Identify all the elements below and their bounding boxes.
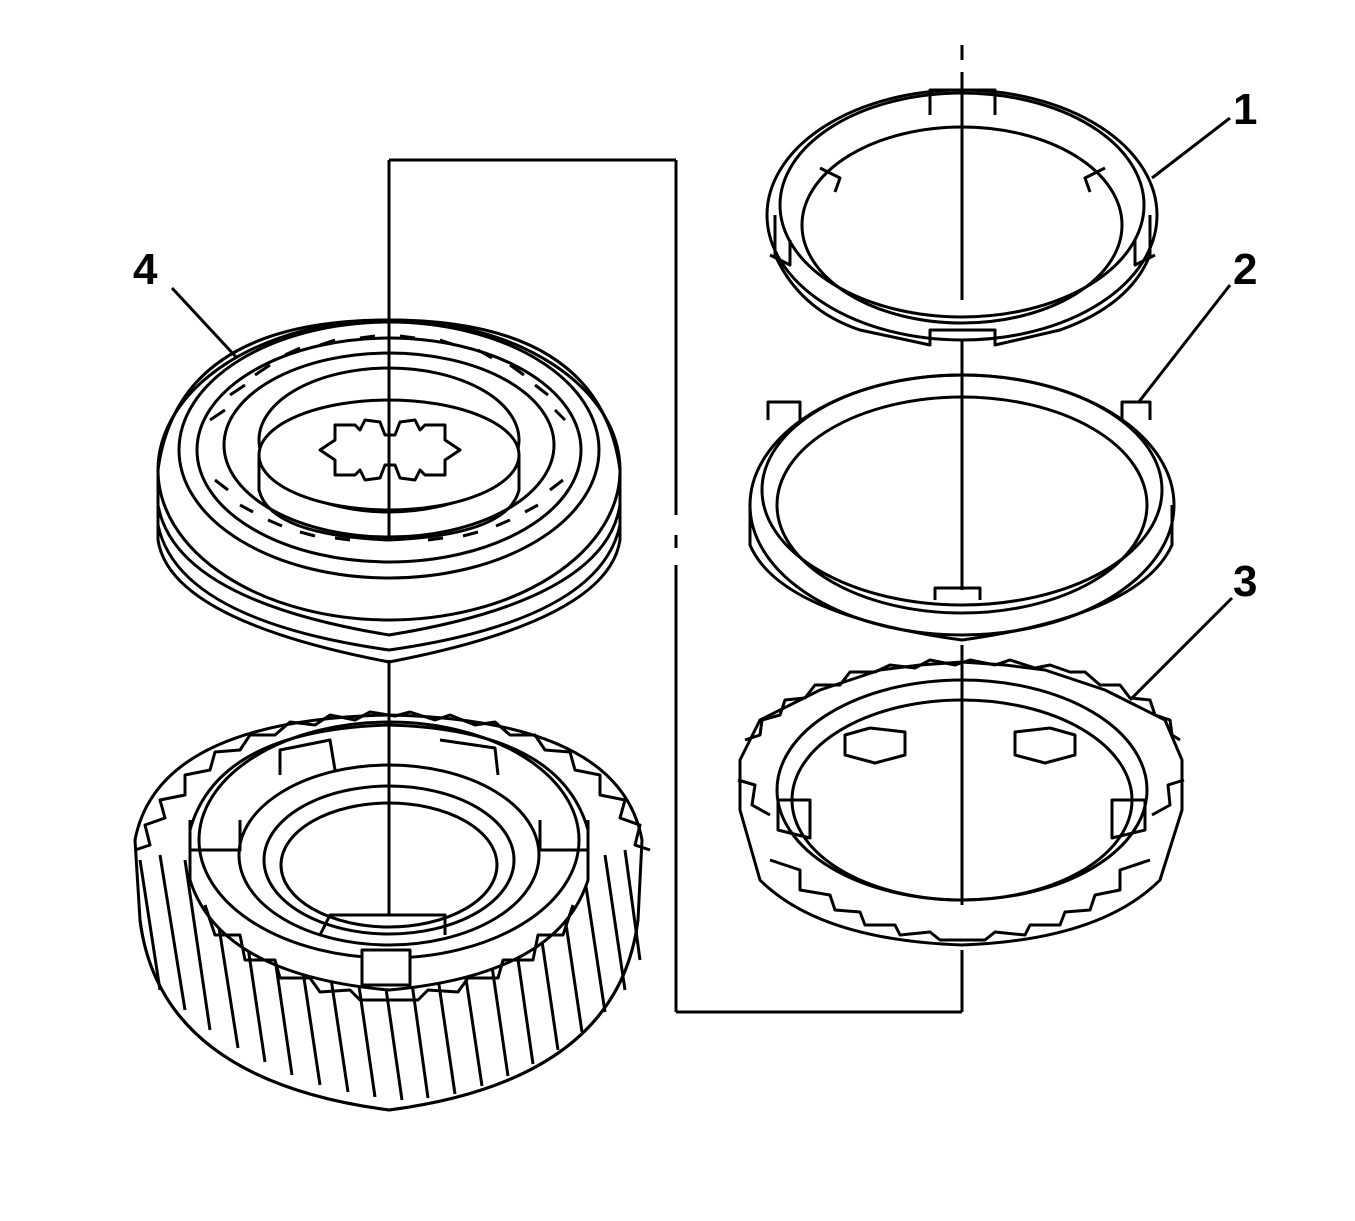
part-4-synchronizer-sleeve-hub [156, 160, 622, 664]
callout-3: 3 [1233, 557, 1258, 606]
leader-lines [170, 116, 1234, 702]
callout-2: 2 [1233, 245, 1258, 294]
part-1-synchronizer-ring [765, 72, 1159, 347]
part-3-outer-synchronizer-ring [737, 645, 1185, 947]
callout-1: 1 [1233, 85, 1258, 134]
part-2-inner-cone-ring [748, 340, 1176, 642]
callout-4: 4 [133, 245, 158, 294]
part-helical-gear [133, 660, 651, 1112]
